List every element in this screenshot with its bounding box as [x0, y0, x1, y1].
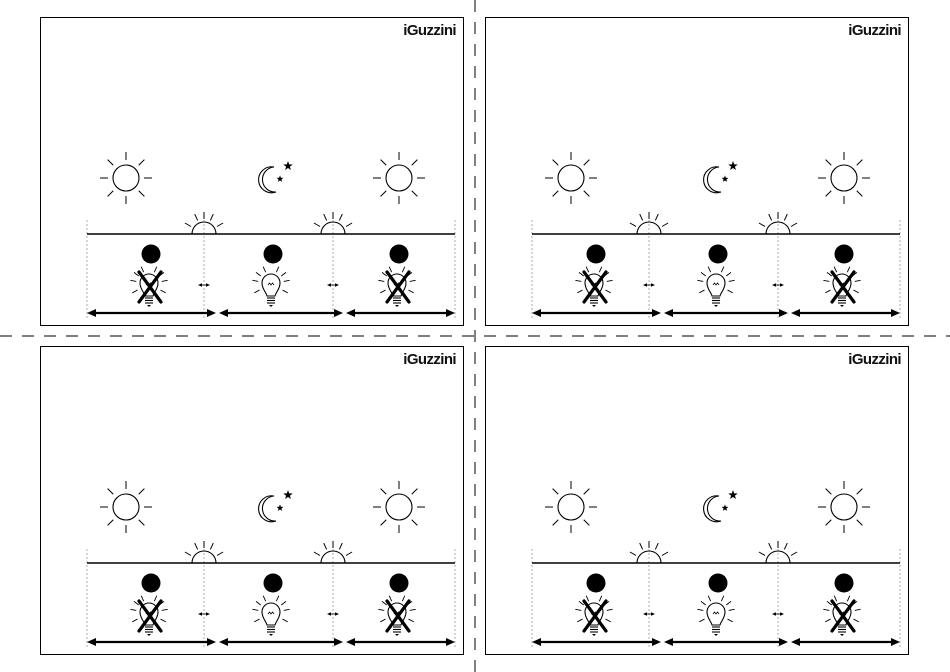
- bulb-off-crossed-icon: [130, 596, 167, 636]
- transition-arrow: [643, 283, 655, 287]
- day-night-diagram: [486, 18, 910, 327]
- status-dot: [835, 245, 854, 264]
- moon-stars-icon: [259, 161, 293, 193]
- transition-arrow: [327, 283, 339, 287]
- status-dot: [587, 245, 606, 264]
- bulb-on-icon: [252, 596, 289, 636]
- bulb-off-crossed-icon: [823, 596, 860, 636]
- sun-icon: [373, 152, 425, 204]
- bulb-on-icon: [697, 596, 734, 636]
- horizon-sun-icon: [759, 541, 797, 563]
- status-dot: [709, 245, 728, 264]
- horizon-sun-icon: [314, 212, 352, 234]
- status-dot: [835, 574, 854, 593]
- status-dot: [142, 245, 161, 264]
- duration-arrow: [664, 638, 788, 646]
- panel-bottom-right: iGuzzini: [485, 346, 909, 655]
- bulb-on-icon: [697, 267, 734, 307]
- panel-bottom-left: iGuzzini: [40, 346, 464, 655]
- duration-arrow: [87, 309, 216, 317]
- sun-icon: [818, 152, 870, 204]
- star-icon: [283, 490, 293, 499]
- bulb-off-crossed-icon: [378, 267, 415, 307]
- bulb-off-crossed-icon: [378, 596, 415, 636]
- star-icon: [728, 490, 738, 499]
- status-dot: [390, 245, 409, 264]
- status-dot: [709, 574, 728, 593]
- duration-arrow: [219, 309, 343, 317]
- horizon-sun-icon: [185, 541, 223, 563]
- panel-top-right: iGuzzini: [485, 17, 909, 326]
- sun-icon: [373, 481, 425, 533]
- horizon-sun-icon: [630, 541, 668, 563]
- horizon-sun-icon: [630, 212, 668, 234]
- sun-icon: [545, 481, 597, 533]
- transition-arrow: [643, 612, 655, 616]
- duration-arrow: [532, 638, 661, 646]
- transition-arrow: [772, 283, 784, 287]
- transition-arrow: [198, 283, 210, 287]
- sun-icon: [100, 481, 152, 533]
- day-night-diagram: [41, 347, 465, 656]
- sun-icon: [545, 152, 597, 204]
- duration-arrow: [791, 309, 900, 317]
- transition-arrow: [327, 612, 339, 616]
- star-icon: [277, 504, 284, 511]
- horizon-sun-icon: [185, 212, 223, 234]
- duration-arrow: [346, 638, 455, 646]
- duration-arrow: [219, 638, 343, 646]
- status-dot: [264, 245, 283, 264]
- bulb-off-crossed-icon: [130, 267, 167, 307]
- moon-stars-icon: [704, 161, 738, 193]
- bulb-on-icon: [252, 267, 289, 307]
- duration-arrow: [791, 638, 900, 646]
- day-night-diagram: [41, 18, 465, 327]
- status-dot: [390, 574, 409, 593]
- panel-top-left: iGuzzini: [40, 17, 464, 326]
- status-dot: [587, 574, 606, 593]
- status-dot: [142, 574, 161, 593]
- bulb-off-crossed-icon: [575, 267, 612, 307]
- duration-arrow: [87, 638, 216, 646]
- moon-stars-icon: [259, 490, 293, 522]
- star-icon: [283, 161, 293, 170]
- duration-arrow: [664, 309, 788, 317]
- sun-icon: [100, 152, 152, 204]
- duration-arrow: [532, 309, 661, 317]
- transition-arrow: [198, 612, 210, 616]
- status-dot: [264, 574, 283, 593]
- star-icon: [722, 504, 729, 511]
- star-icon: [728, 161, 738, 170]
- bulb-off-crossed-icon: [575, 596, 612, 636]
- bulb-off-crossed-icon: [823, 267, 860, 307]
- day-night-diagram: [486, 347, 910, 656]
- star-icon: [277, 175, 284, 182]
- horizon-sun-icon: [759, 212, 797, 234]
- moon-stars-icon: [704, 490, 738, 522]
- horizon-sun-icon: [314, 541, 352, 563]
- duration-arrow: [346, 309, 455, 317]
- sun-icon: [818, 481, 870, 533]
- transition-arrow: [772, 612, 784, 616]
- star-icon: [722, 175, 729, 182]
